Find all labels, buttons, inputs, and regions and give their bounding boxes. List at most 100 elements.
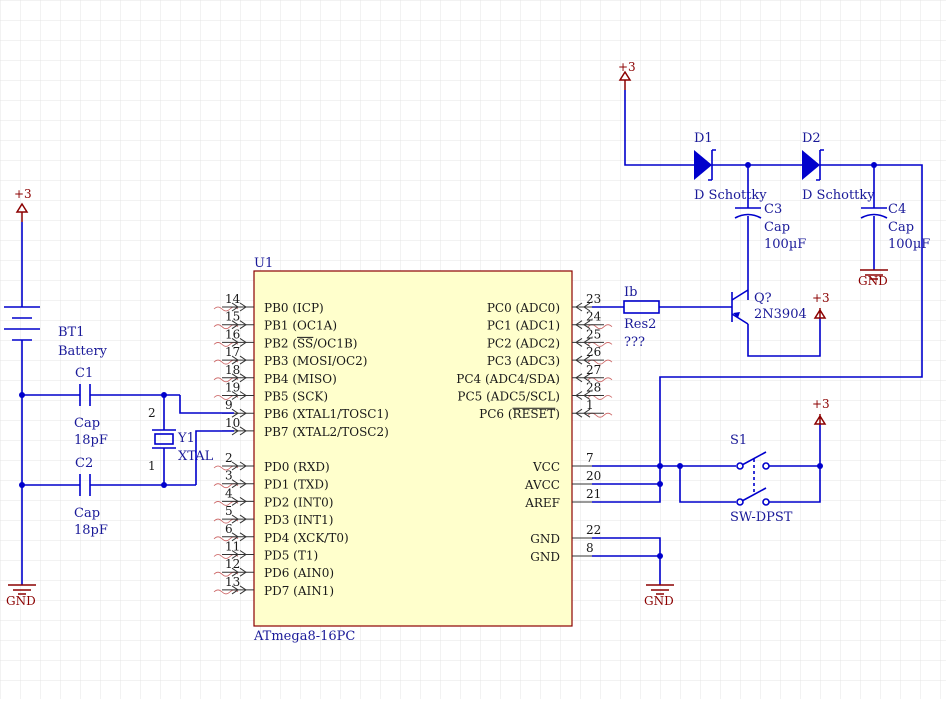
u1-pin-name: PB7 (XTAL2/TOSC2) xyxy=(264,425,389,439)
y1-pin-top: 2 xyxy=(148,406,156,420)
u1-pin-name: PB1 (OC1A) xyxy=(264,319,337,333)
transistor-q[interactable]: Q? 2N3904 xyxy=(731,289,821,357)
d1-value: D Schottky xyxy=(694,188,767,203)
c1-type: Cap xyxy=(74,416,100,431)
u1-pin-number: 21 xyxy=(586,487,601,501)
d2-designator: D2 xyxy=(802,131,821,146)
u1-pin-name: PD4 (XCK/T0) xyxy=(264,531,349,545)
u1-pin-number: 12 xyxy=(225,557,240,571)
u1-pin-name: PC6 (RESET) xyxy=(479,407,560,421)
u1-pin-number: 26 xyxy=(586,345,601,359)
chip-gnd: GND xyxy=(644,584,674,608)
u1-pin-name: PC4 (ADC4/SDA) xyxy=(456,372,560,386)
u1-pin-number: 3 xyxy=(225,469,233,483)
u1-pin-number: 11 xyxy=(225,540,240,554)
u1-pin-number: 18 xyxy=(225,363,240,377)
u1-pin-number: 24 xyxy=(586,310,602,324)
u1-pin-name: PD5 (T1) xyxy=(264,549,318,563)
u1-pin-number: 27 xyxy=(586,363,601,377)
u1-pin-number: 25 xyxy=(586,327,601,341)
u1-pin-name: PC3 (ADC3) xyxy=(487,354,560,368)
resistor-ib[interactable]: Ib Res2 ??? xyxy=(592,285,732,350)
diode-d1[interactable]: D1 D Schottky xyxy=(694,131,767,203)
q-designator: Q? xyxy=(754,291,772,306)
battery-bt1[interactable]: +3 BT1 Battery GND xyxy=(4,187,108,608)
y1-pin-bottom: 1 xyxy=(148,459,156,473)
c4-type: Cap xyxy=(888,220,914,235)
bt1-value: Battery xyxy=(58,344,108,359)
bt1-designator: BT1 xyxy=(58,325,85,340)
d2-value: D Schottky xyxy=(802,188,875,203)
u1-pin-name: PD2 (INT0) xyxy=(264,495,333,509)
u1-pin-number: 16 xyxy=(225,327,240,341)
u1-pin-name: PC2 (ADC2) xyxy=(487,336,560,350)
u1-pin-number: 22 xyxy=(586,523,601,537)
u1-pin-name: AVCC xyxy=(524,478,560,492)
capacitor-c4[interactable]: C4 Cap 100µF GND xyxy=(858,165,930,288)
c1-designator: C1 xyxy=(75,366,93,381)
u1-pin-name: PB4 (MISO) xyxy=(264,372,337,386)
c4-value: 100µF xyxy=(888,237,930,252)
u1-pin-name: PB5 (SCK) xyxy=(264,390,328,404)
u1-pin-number: 1 xyxy=(586,398,594,412)
u1-pin-number: 20 xyxy=(586,469,601,483)
u1-pin-number: 19 xyxy=(225,381,240,395)
c3-type: Cap xyxy=(764,220,790,235)
u1-pin-name: PC0 (ADC0) xyxy=(487,301,560,315)
u1-pin-number: 14 xyxy=(225,292,241,306)
c2-type: Cap xyxy=(74,506,100,521)
battery-vcc-label: +3 xyxy=(14,187,32,201)
u1-pin-number: 15 xyxy=(225,310,240,324)
u1-pin-name: AREF xyxy=(524,496,560,510)
u1-pin-number: 17 xyxy=(225,345,240,359)
c1-value: 18pF xyxy=(74,433,108,448)
u1-pin-number: 7 xyxy=(586,451,594,465)
u1-pin-name: PB3 (MOSI/OC2) xyxy=(264,354,368,368)
top-vcc-label: +3 xyxy=(618,60,636,74)
u1-pin-number: 2 xyxy=(225,451,233,465)
u1-pin-number: 13 xyxy=(225,575,240,589)
diode-d2[interactable]: D2 D Schottky xyxy=(802,131,875,203)
ib-value: ??? xyxy=(624,335,645,350)
capacitor-c3[interactable]: C3 Cap 100µF xyxy=(734,165,806,300)
ib-type: Res2 xyxy=(624,317,656,332)
u1-pin-name: PD1 (TXD) xyxy=(264,478,329,492)
u1-pin-number: 5 xyxy=(225,504,233,518)
c2-designator: C2 xyxy=(75,456,93,471)
ib-designator: Ib xyxy=(624,285,637,300)
u1-pin-number: 4 xyxy=(225,486,233,500)
u1-pin-name: PD6 (AIN0) xyxy=(264,566,334,580)
switch-s1[interactable]: S1 SW-DPST xyxy=(730,433,793,525)
capacitor-c2[interactable]: C2 Cap 18pF xyxy=(22,456,196,538)
u1-pin-name: PC1 (ADC1) xyxy=(487,319,560,333)
y1-designator: Y1 xyxy=(177,431,195,446)
